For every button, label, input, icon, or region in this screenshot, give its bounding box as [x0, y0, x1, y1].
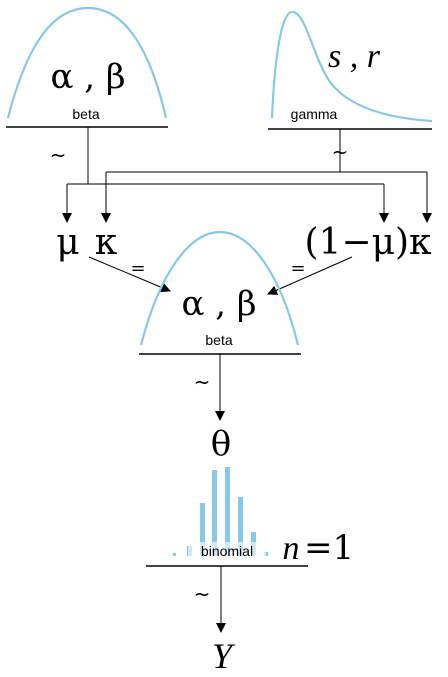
equals-right: =	[290, 258, 305, 279]
binomial-likelihood: binomial n =1 ~	[146, 467, 354, 633]
arrow-expr-to-beta	[267, 256, 353, 295]
mu-symbol-left: μ	[56, 222, 79, 263]
one-minus-mu-kappa: (1−μ)κ	[304, 222, 432, 263]
top-right-gamma-prior: s , r gamma ~	[268, 10, 433, 164]
beta-dist-label-middle: beta	[205, 332, 232, 348]
binomial-bar	[238, 497, 243, 556]
binomial-bar	[173, 553, 176, 556]
gamma-curve	[270, 10, 433, 123]
beta-dist-label-top-left: beta	[72, 106, 99, 122]
y-symbol: Y	[212, 636, 236, 676]
alpha-beta-label-middle: α , β	[181, 284, 256, 324]
n-symbol: n	[283, 530, 300, 567]
binomial-bar	[200, 503, 205, 556]
equals-left: =	[130, 258, 145, 279]
beta-curve-top-left	[6, 6, 168, 119]
gamma-dist-label: gamma	[291, 106, 338, 122]
binomial-bar	[225, 467, 230, 556]
beta-curve-middle	[139, 230, 300, 346]
s-r-label: s , r	[328, 38, 381, 75]
connectors-top	[62, 127, 432, 223]
top-left-beta-prior: α , β beta ~	[6, 6, 168, 167]
binomial-dist-label: binomial	[201, 543, 253, 559]
equals-one: =1	[304, 528, 354, 568]
binomial-label-backdrop	[188, 542, 266, 559]
tilde-middle: ~	[194, 370, 211, 394]
reparameterization: μ κ (1−μ)κ = =	[56, 222, 432, 295]
kappa-symbol-left: κ	[95, 222, 118, 263]
binomial-bar	[212, 470, 217, 556]
tilde-top-left: ~	[50, 143, 67, 167]
middle-beta-prior: α , β beta ~	[139, 230, 301, 421]
tilde-binomial: ~	[194, 582, 211, 606]
alpha-beta-label-top-left: α , β	[50, 57, 125, 97]
theta-symbol: θ	[211, 424, 231, 464]
arrow-mu-kappa-to-alpha	[88, 256, 171, 293]
